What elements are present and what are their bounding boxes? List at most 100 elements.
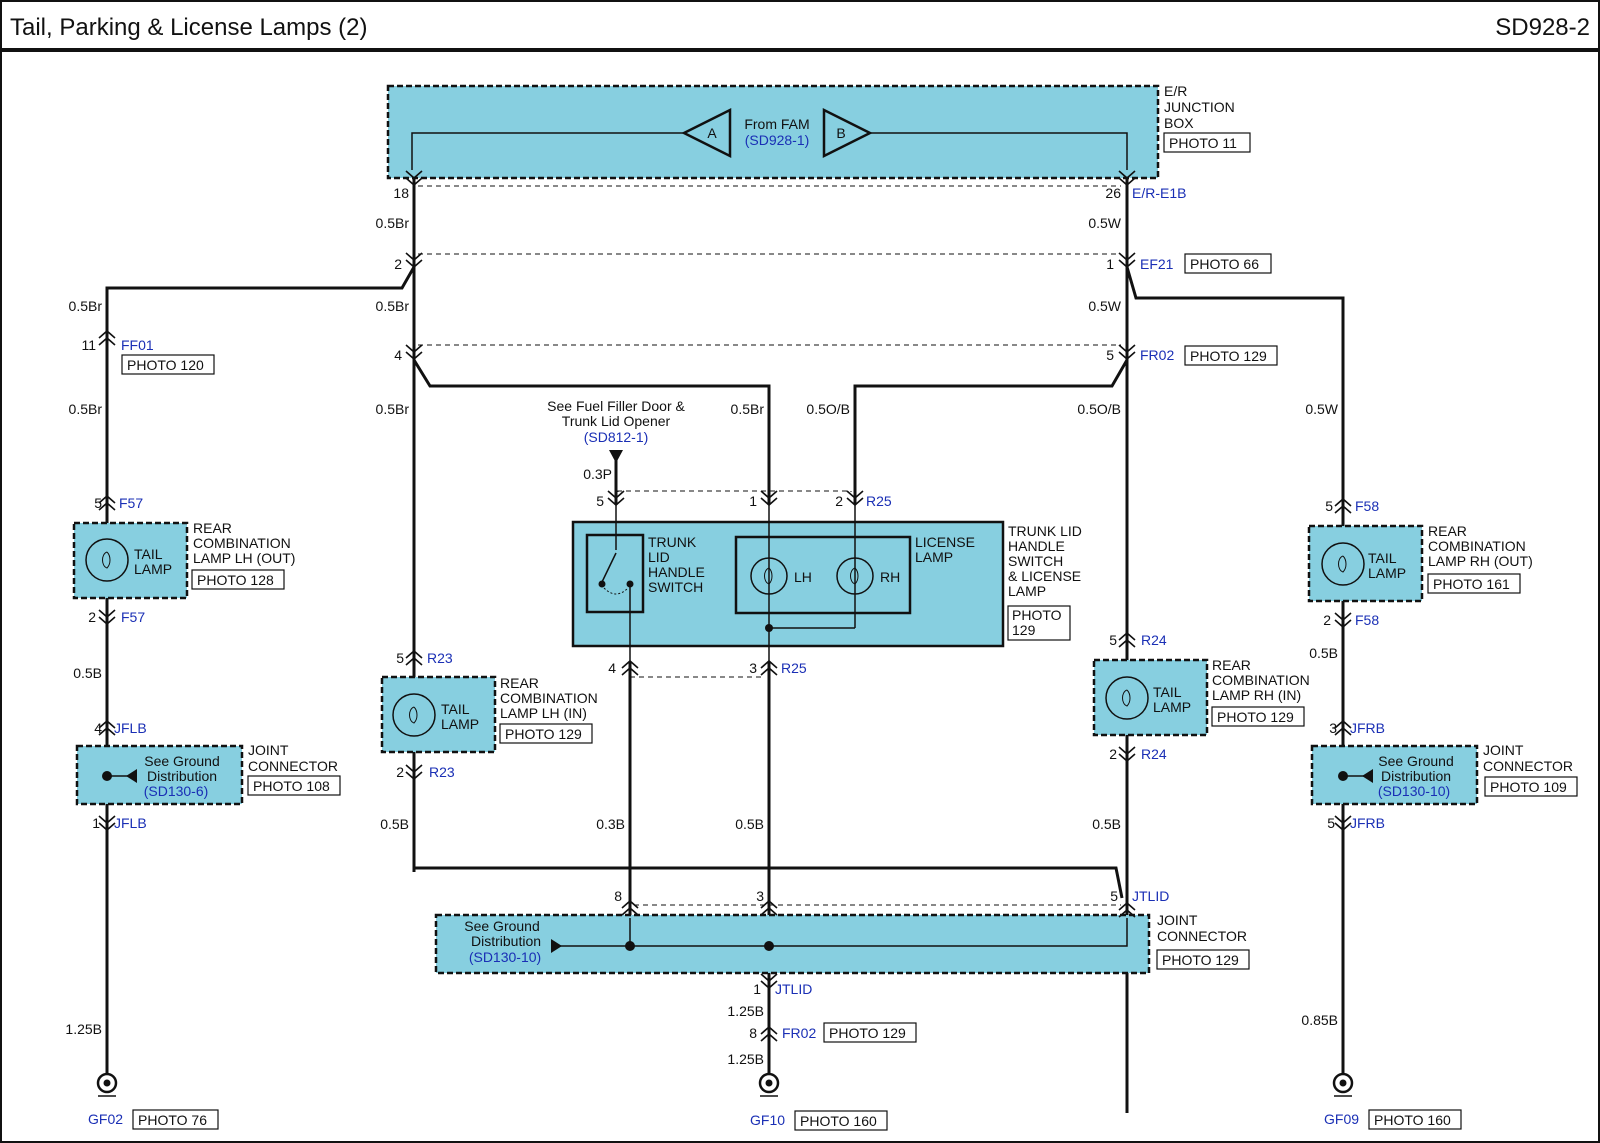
- gf09-photo: PHOTO 160: [1374, 1112, 1451, 1128]
- wire-size-05b-center: 0.5B: [735, 816, 764, 832]
- connector-chevron: [98, 494, 116, 511]
- gf02-ground-icon: [96, 1072, 118, 1094]
- ef21-pin-left: 2: [394, 256, 402, 272]
- wire-to-license-lh: [412, 359, 771, 505]
- lh-in-conn-top: R23: [427, 650, 453, 666]
- tail-lamp-lh-in: 5 R23 TAIL LAMP REAR COMBINATION LAMP LH…: [380, 650, 598, 780]
- e1b-connector: E/R-E1B: [1132, 185, 1186, 201]
- jflb-label-1: JOINT: [248, 742, 289, 758]
- connector-b-triangle: [822, 107, 873, 159]
- connector-chevron: [1334, 497, 1352, 514]
- page-code: SD928-2: [1495, 14, 1590, 41]
- gf09-photo-frame: [1368, 1109, 1462, 1130]
- switch-label-2: LID: [648, 549, 670, 565]
- connector-chevron: [98, 719, 116, 736]
- trunk-label-3: SWITCH: [1008, 553, 1063, 569]
- trunk-photo-2: 129: [1012, 622, 1036, 638]
- lh-in-bulb: [392, 693, 436, 737]
- connector-chevron: [1118, 252, 1136, 269]
- rh-in-label-1: REAR: [1212, 657, 1251, 673]
- jtlid-pin-3: 3: [756, 888, 764, 904]
- rh-in-pin-top: 5: [1109, 632, 1117, 648]
- trunk-label-1: TRUNK LID: [1008, 523, 1082, 539]
- lh-in-pin-top: 5: [396, 650, 404, 666]
- lh-out-photo: PHOTO 128: [197, 572, 274, 588]
- tail-lamp-rh-out: 5 F58 TAIL LAMP REAR COMBINATION LAMP RH…: [1307, 498, 1533, 628]
- connector-chevron: [1118, 746, 1136, 763]
- wire-lh-in-to-jtlid: [412, 770, 1124, 899]
- connector-chevron: [405, 649, 423, 666]
- jflb-see-2: Distribution: [147, 768, 217, 784]
- jtlid-label-2: CONNECTOR: [1157, 928, 1247, 944]
- ground-gf09: GF09 PHOTO 160: [1324, 1072, 1462, 1130]
- connector-chevron: [405, 252, 423, 269]
- connector-chevron: [760, 973, 778, 990]
- junction-internal-wire-right: [870, 132, 1128, 170]
- rh-in-filament: [1122, 689, 1131, 707]
- fr02-bottom-photo-frame: [823, 1022, 917, 1043]
- license-lamp-box: [734, 535, 912, 615]
- gf10-ground-icon-dot: [765, 1079, 773, 1087]
- ff01-name: FF01: [121, 337, 154, 353]
- jtlid-conn-bottom: JTLID: [775, 981, 812, 997]
- license-lh-filament: [764, 567, 773, 585]
- jfrb-see-2: Distribution: [1381, 768, 1451, 784]
- wire-size-w-2: 0.5W: [1088, 298, 1121, 314]
- er-box-label-1: E/R: [1164, 83, 1187, 99]
- connector-chevron: [1118, 170, 1136, 187]
- rh-in-body: [1092, 658, 1209, 737]
- connector-chevron: [760, 899, 778, 916]
- connector-chevron: [98, 609, 116, 626]
- connector-chevron: [621, 899, 639, 916]
- rh-out-label-3: LAMP RH (OUT): [1428, 553, 1533, 569]
- rh-out-body: [1307, 524, 1424, 603]
- wire-size-125b-center-2: 1.25B: [727, 1051, 764, 1067]
- rh-out-filament: [1338, 555, 1347, 573]
- page-title: Tail, Parking & License Lamps (2): [10, 14, 368, 41]
- pin-18: 18: [393, 185, 409, 201]
- jfrb-label-1: JOINT: [1483, 742, 1524, 758]
- jtlid-bus: [555, 918, 1128, 947]
- connector-a-triangle: [681, 107, 732, 159]
- license-label-1: LICENSE: [915, 534, 975, 550]
- er-junction-box-body: [386, 84, 1160, 180]
- jfrb-label-2: CONNECTOR: [1483, 758, 1573, 774]
- connector-chevron: [760, 490, 778, 507]
- wire-size-w-rh: 0.5W: [1305, 401, 1338, 417]
- connector-chevron: [1118, 901, 1136, 918]
- wire-size-03b: 0.3B: [596, 816, 625, 832]
- jtlid-arrow: [551, 939, 562, 953]
- fr02-name: FR02: [1140, 347, 1174, 363]
- lh-out-conn-bottom: F57: [121, 609, 145, 625]
- license-lh-text: LH: [794, 569, 812, 585]
- wire-size-br-lh-2: 0.5Br: [69, 401, 103, 417]
- lh-in-filament: [409, 706, 418, 724]
- rh-in-tail-2: LAMP: [1153, 699, 1191, 715]
- er-box-label-2: JUNCTION: [1164, 99, 1235, 115]
- tail-lamp-rh-in: 5 R24 TAIL LAMP REAR COMBINATION LAMP RH…: [1092, 632, 1310, 762]
- wire-size-05b-lh-in: 0.5B: [380, 816, 409, 832]
- from-fam-text: From FAM: [744, 116, 809, 132]
- lh-out-pin-top: 5: [94, 495, 102, 511]
- gf09-ground-icon-dot: [1339, 1079, 1347, 1087]
- lh-out-photo-frame: [191, 569, 285, 590]
- rh-in-bulb: [1105, 676, 1149, 720]
- jflb-photo-frame: [247, 775, 341, 796]
- ff01-photo: PHOTO 120: [127, 357, 204, 373]
- jflb-see-1: See Ground: [144, 753, 220, 769]
- wire-size-w-1: 0.5W: [1088, 215, 1121, 231]
- r25-pin-3: 3: [749, 660, 757, 676]
- lh-in-label-3: LAMP LH (IN): [500, 705, 587, 721]
- trunk-photo-frame: [1007, 605, 1071, 641]
- rh-out-photo: PHOTO 161: [1433, 576, 1510, 592]
- connector-chevron: [1118, 344, 1136, 361]
- er-box-photo: PHOTO 11: [1169, 135, 1237, 151]
- connector-chevron: [98, 815, 116, 832]
- jfrb-photo-frame: [1484, 776, 1578, 797]
- connector-chevron: [621, 659, 639, 676]
- lh-in-body: [380, 675, 497, 754]
- jtlid-photo: PHOTO 129: [1162, 952, 1239, 968]
- jflb-pin-bottom: 1: [92, 815, 100, 831]
